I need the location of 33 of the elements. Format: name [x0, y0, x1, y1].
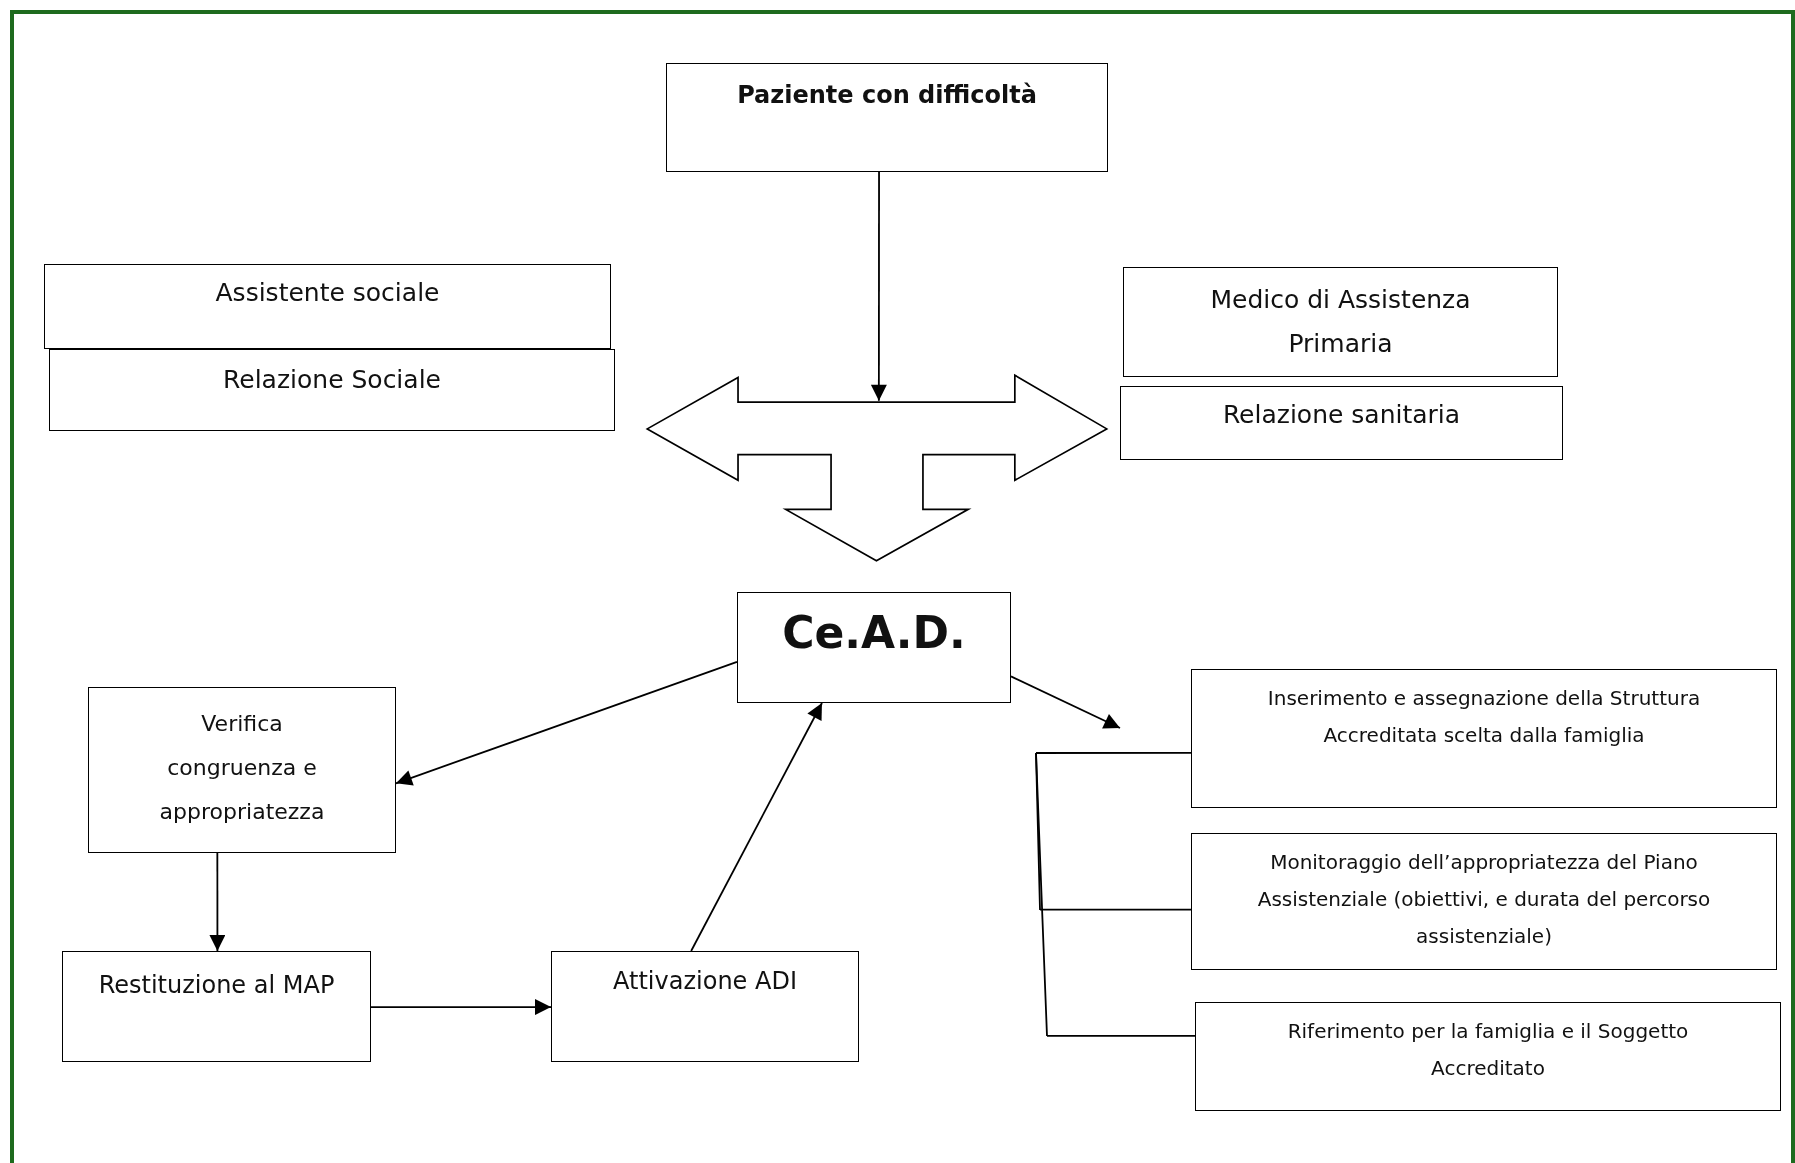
node-label: Verifica congruenza e appropriatezza	[158, 710, 326, 826]
node-label: Medico di Assistenza Primaria	[1209, 284, 1472, 360]
process-box	[666, 63, 1108, 172]
node-label: Assistente sociale	[215, 277, 440, 309]
block-arrow	[645, 373, 1109, 563]
process-box	[1195, 1002, 1781, 1111]
process-box	[44, 264, 611, 349]
process-box	[1191, 833, 1777, 970]
node-label: Monitoraggio dell’appropriatezza del Piano Assistenziale (obiettivi, e durata del percorso assistenziale)	[1256, 849, 1712, 950]
node-label: Ce.A.D.	[782, 607, 966, 660]
arrow	[395, 661, 738, 786]
process-box	[88, 687, 396, 853]
connector-line	[1035, 752, 1192, 754]
arrow	[370, 999, 552, 1016]
process-box	[49, 349, 615, 431]
connector-line	[1035, 752, 1196, 1037]
process-box	[1123, 267, 1558, 377]
arrow	[1010, 675, 1121, 729]
process-box	[1191, 669, 1777, 808]
arrow	[690, 702, 823, 952]
node-label: Paziente con difficoltà	[737, 80, 1037, 111]
node-label: Relazione sanitaria	[1222, 399, 1461, 431]
arrow	[870, 171, 887, 402]
node-label: Inserimento e assegnazione della Struttura Accreditata scelta dalla famiglia	[1266, 685, 1702, 749]
node-label: Attivazione ADI	[613, 966, 797, 997]
node-label: Relazione Sociale	[223, 364, 441, 396]
arrow	[209, 852, 226, 952]
central-box	[737, 592, 1011, 703]
node-label: Riferimento per la famiglia e il Soggetto Accreditato	[1286, 1018, 1690, 1082]
process-box	[62, 951, 371, 1062]
process-box	[1120, 386, 1563, 460]
process-box	[551, 951, 859, 1062]
node-label: Restituzione al MAP	[98, 970, 335, 1001]
